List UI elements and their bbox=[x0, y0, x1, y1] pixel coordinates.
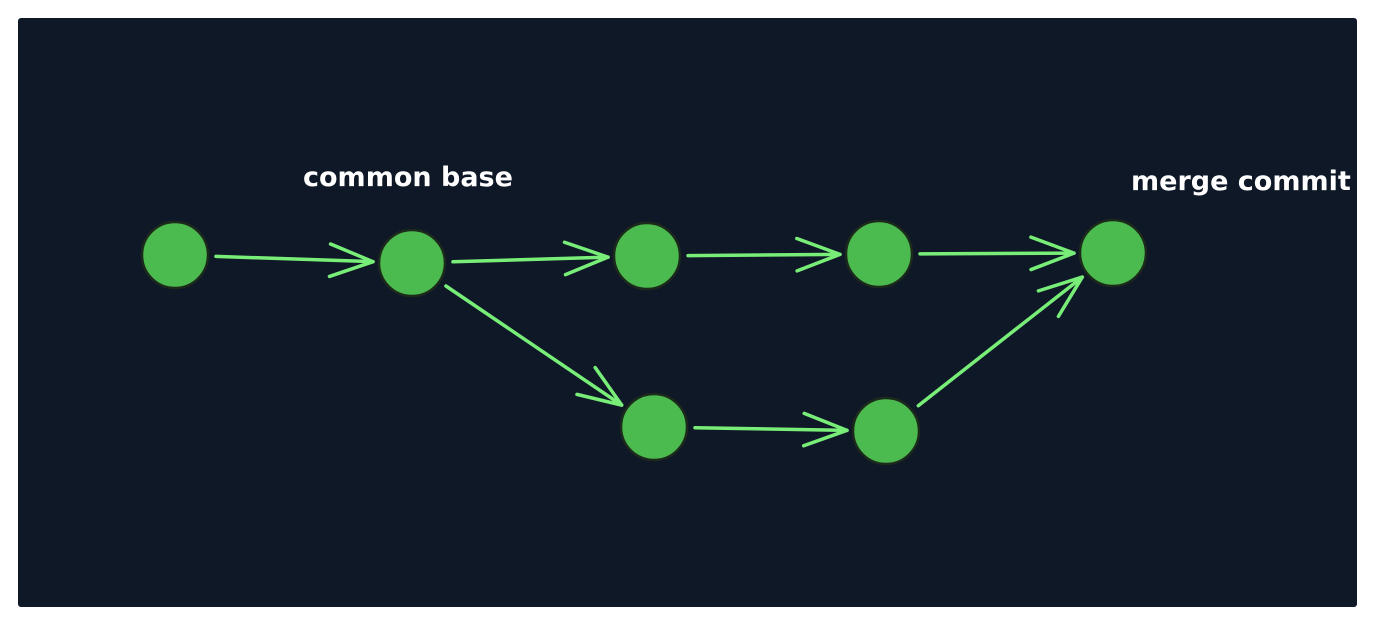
commit-node bbox=[140, 220, 210, 290]
edge-line bbox=[444, 284, 624, 407]
edge-line bbox=[451, 255, 610, 264]
arrowhead-icon bbox=[327, 242, 375, 279]
edge-line bbox=[918, 251, 1076, 256]
node-layer bbox=[140, 218, 1148, 466]
commit-node bbox=[844, 219, 914, 289]
edge-layer bbox=[214, 235, 1085, 448]
edge-arrow bbox=[444, 284, 624, 407]
commit-node bbox=[851, 396, 921, 466]
arrowhead-icon bbox=[1036, 275, 1085, 319]
edge-arrow bbox=[214, 242, 375, 279]
edge-line bbox=[686, 252, 842, 258]
diagram-canvas: common base merge commit bbox=[18, 18, 1357, 607]
edge-line bbox=[214, 254, 375, 264]
merge-diagram: common base merge commit bbox=[18, 18, 1357, 607]
merge-commit-label: merge commit bbox=[1131, 166, 1351, 197]
common-base-label: common base bbox=[303, 162, 513, 193]
diagram-background bbox=[18, 18, 1357, 607]
commit-node bbox=[377, 228, 447, 298]
edge-arrow bbox=[916, 275, 1085, 408]
edge-arrow bbox=[686, 236, 842, 273]
edge-arrow bbox=[918, 235, 1076, 272]
arrowhead-icon bbox=[562, 240, 610, 277]
edge-arrow bbox=[693, 411, 849, 448]
commit-node bbox=[1078, 218, 1148, 288]
commit-node bbox=[619, 392, 689, 462]
edge-arrow bbox=[451, 240, 610, 277]
arrowhead-icon bbox=[801, 411, 849, 448]
commit-node bbox=[612, 221, 682, 291]
arrowhead-icon bbox=[1029, 235, 1076, 272]
arrowhead-icon bbox=[575, 365, 624, 407]
arrowhead-icon bbox=[795, 236, 842, 273]
edge-line bbox=[693, 425, 849, 433]
edge-line bbox=[916, 275, 1085, 408]
